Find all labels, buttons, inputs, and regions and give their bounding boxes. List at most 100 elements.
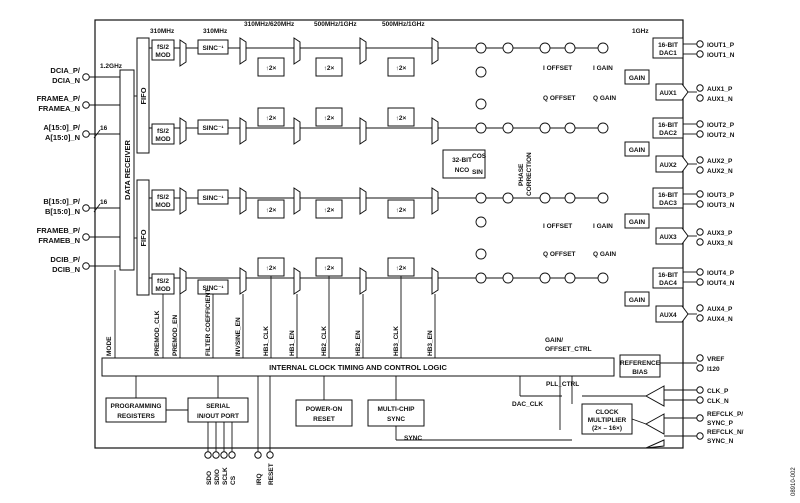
pin-frameb: FRAMEB_P/ FRAMEB_N	[37, 226, 120, 245]
data-receiver-label: DATA RECEIVER	[123, 139, 132, 199]
svg-text:BIAS: BIAS	[632, 369, 648, 376]
mod-block-4: fS/2 MOD	[151, 273, 175, 295]
label-hb2-en: HB2_EN	[355, 330, 362, 356]
interpolator-stages: ↑2× ↑2× ↑2× ↑2× ↑2× ↑2× ↑2× ↑2× ↑2× ↑2× …	[257, 57, 415, 277]
svg-text:fS/2: fS/2	[157, 128, 169, 135]
aux-blocks: AUX1 AUX2 AUX3 AUX4	[655, 83, 689, 323]
hb3-stage: ↑2× ↑2× ↑2× ↑2×	[387, 57, 415, 277]
svg-text:16-BIT: 16-BIT	[658, 192, 678, 199]
svg-text:IOUT1_N: IOUT1_N	[707, 52, 735, 59]
svg-text:↑2×: ↑2×	[266, 65, 277, 72]
svg-text:SDIO: SDIO	[214, 469, 221, 485]
figure-id: 08910-002	[791, 467, 797, 496]
control-lines	[114, 270, 436, 360]
svg-text:A[15:0]_N: A[15:0]_N	[45, 133, 80, 142]
svg-text:GAIN: GAIN	[629, 219, 646, 226]
svg-text:↑2×: ↑2×	[266, 207, 277, 214]
svg-text:SERIAL: SERIAL	[206, 403, 230, 410]
bottom-wires	[135, 376, 573, 452]
svg-text:DAC3: DAC3	[659, 200, 677, 207]
svg-text:DCIB_P/: DCIB_P/	[50, 255, 81, 264]
phase-correction-label-2: CORRECTION	[526, 152, 533, 196]
svg-text:SINC⁻¹: SINC⁻¹	[202, 285, 223, 292]
bottom-pin-group: SDO SDIO SCLK CS IRQ RESET	[204, 451, 275, 485]
svg-text:B[15:0]_N: B[15:0]_N	[45, 207, 80, 216]
svg-text:SINC⁻¹: SINC⁻¹	[202, 45, 223, 52]
mod-block-2: fS/2 MOD	[151, 123, 175, 145]
svg-text:fS/2: fS/2	[157, 278, 169, 285]
fifo-a-label: FIFO	[139, 87, 148, 104]
svg-text:REFCLK_P/: REFCLK_P/	[707, 411, 743, 418]
svg-text:COS: COS	[472, 153, 487, 160]
control-signal-labels: MODE PREMOD_CLK PREMOD_EN FILTER COEFFIC…	[106, 289, 434, 356]
clock-timing-block: INTERNAL CLOCK TIMING AND CONTROL LOGIC	[101, 357, 615, 377]
svg-text:SINC⁻¹: SINC⁻¹	[202, 125, 223, 132]
freq-1-2ghz: 1.2GHz	[100, 63, 123, 70]
svg-text:(2× – 16×): (2× – 16×)	[592, 425, 622, 432]
svg-text:SYNC_P: SYNC_P	[707, 420, 734, 427]
pll-ctrl-label: PLL_CTRL	[546, 381, 579, 388]
svg-text:Q OFFSET: Q OFFSET	[543, 251, 576, 258]
svg-text:↑2×: ↑2×	[396, 115, 407, 122]
svg-text:FRAMEA_P/: FRAMEA_P/	[37, 94, 81, 103]
svg-text:MOD: MOD	[155, 136, 170, 143]
freq-1ghz: 1GHz	[632, 28, 649, 35]
svg-text:SDO: SDO	[206, 471, 213, 485]
svg-text:16-BIT: 16-BIT	[658, 42, 678, 49]
power-on-reset-block: POWER-ON RESET	[295, 399, 353, 427]
svg-text:AUX2_N: AUX2_N	[707, 168, 733, 175]
svg-text:I120: I120	[707, 366, 720, 373]
sinc-block-4: SINC⁻¹	[197, 279, 229, 295]
svg-text:AUX4: AUX4	[659, 312, 677, 319]
svg-text:SYNC_N: SYNC_N	[707, 438, 734, 445]
clock-buffers	[582, 385, 697, 449]
svg-text:GAIN: GAIN	[629, 297, 646, 304]
svg-text:CLK_P: CLK_P	[707, 388, 729, 395]
freq-500-hb2: 500MHz/1GHz	[314, 21, 357, 28]
svg-text:DAC2: DAC2	[659, 130, 677, 137]
svg-text:FRAMEB_P/: FRAMEB_P/	[37, 226, 81, 235]
svg-text:RESET: RESET	[313, 416, 335, 423]
svg-text:IOUT4_N: IOUT4_N	[707, 280, 735, 287]
svg-text:↑2×: ↑2×	[324, 65, 335, 72]
data-receiver-block	[119, 69, 135, 271]
svg-text:IOUT3_P: IOUT3_P	[707, 192, 735, 199]
svg-text:CLOCK: CLOCK	[595, 409, 618, 416]
offset-gain-labels: I OFFSET I GAIN Q OFFSET Q GAIN I OFFSET…	[543, 65, 616, 258]
svg-text:FRAMEB_N: FRAMEB_N	[38, 236, 80, 245]
svg-text:REFERENCE: REFERENCE	[620, 360, 661, 367]
svg-text:DCIA_P/: DCIA_P/	[50, 66, 81, 75]
freq-500-hb3: 500MHz/1GHz	[382, 21, 425, 28]
svg-text:B[15:0]_P/: B[15:0]_P/	[43, 197, 81, 206]
mod-block-1: fS/2 MOD	[151, 39, 175, 61]
svg-text:VREF: VREF	[707, 356, 724, 363]
svg-text:Q GAIN: Q GAIN	[593, 95, 616, 102]
svg-text:MOD: MOD	[155, 202, 170, 209]
svg-text:AUX1_P: AUX1_P	[707, 86, 733, 93]
svg-text:↑2×: ↑2×	[324, 207, 335, 214]
svg-text:INTERNAL CLOCK TIMING AND CONT: INTERNAL CLOCK TIMING AND CONTROL LOGIC	[269, 363, 447, 372]
svg-text:↑2×: ↑2×	[324, 115, 335, 122]
reference-bias-block: REFERENCE BIAS	[619, 354, 661, 378]
fifo-b-block	[136, 179, 150, 296]
svg-text:MULTIPLIER: MULTIPLIER	[588, 417, 627, 424]
svg-text:AUX4_N: AUX4_N	[707, 316, 733, 323]
svg-text:I GAIN: I GAIN	[593, 223, 613, 230]
svg-text:AUX3_P: AUX3_P	[707, 230, 733, 237]
hb2-stage: ↑2× ↑2× ↑2× ↑2×	[315, 57, 343, 277]
svg-text:fS/2: fS/2	[157, 194, 169, 201]
svg-text:IOUT4_P: IOUT4_P	[707, 270, 735, 277]
pin-dcib: DCIB_P/ DCIB_N	[50, 255, 120, 274]
svg-text:DCIB_N: DCIB_N	[52, 265, 80, 274]
gain-offset-label-2: OFFSET_CTRL	[545, 346, 592, 353]
clock-pin-group: CLK_P CLK_N REFCLK_P/SYNC_P REFCLK_N/SYN…	[696, 386, 744, 445]
svg-text:AUX2: AUX2	[659, 162, 677, 169]
programming-registers-block: PROGRAMMING REGISTERS	[105, 397, 167, 423]
svg-text:↑2×: ↑2×	[266, 115, 277, 122]
svg-text:AUX1: AUX1	[659, 90, 677, 97]
svg-text:16-BIT: 16-BIT	[658, 122, 678, 129]
clock-multiplier-block: CLOCK MULTIPLIER (2× – 16×)	[581, 403, 633, 435]
